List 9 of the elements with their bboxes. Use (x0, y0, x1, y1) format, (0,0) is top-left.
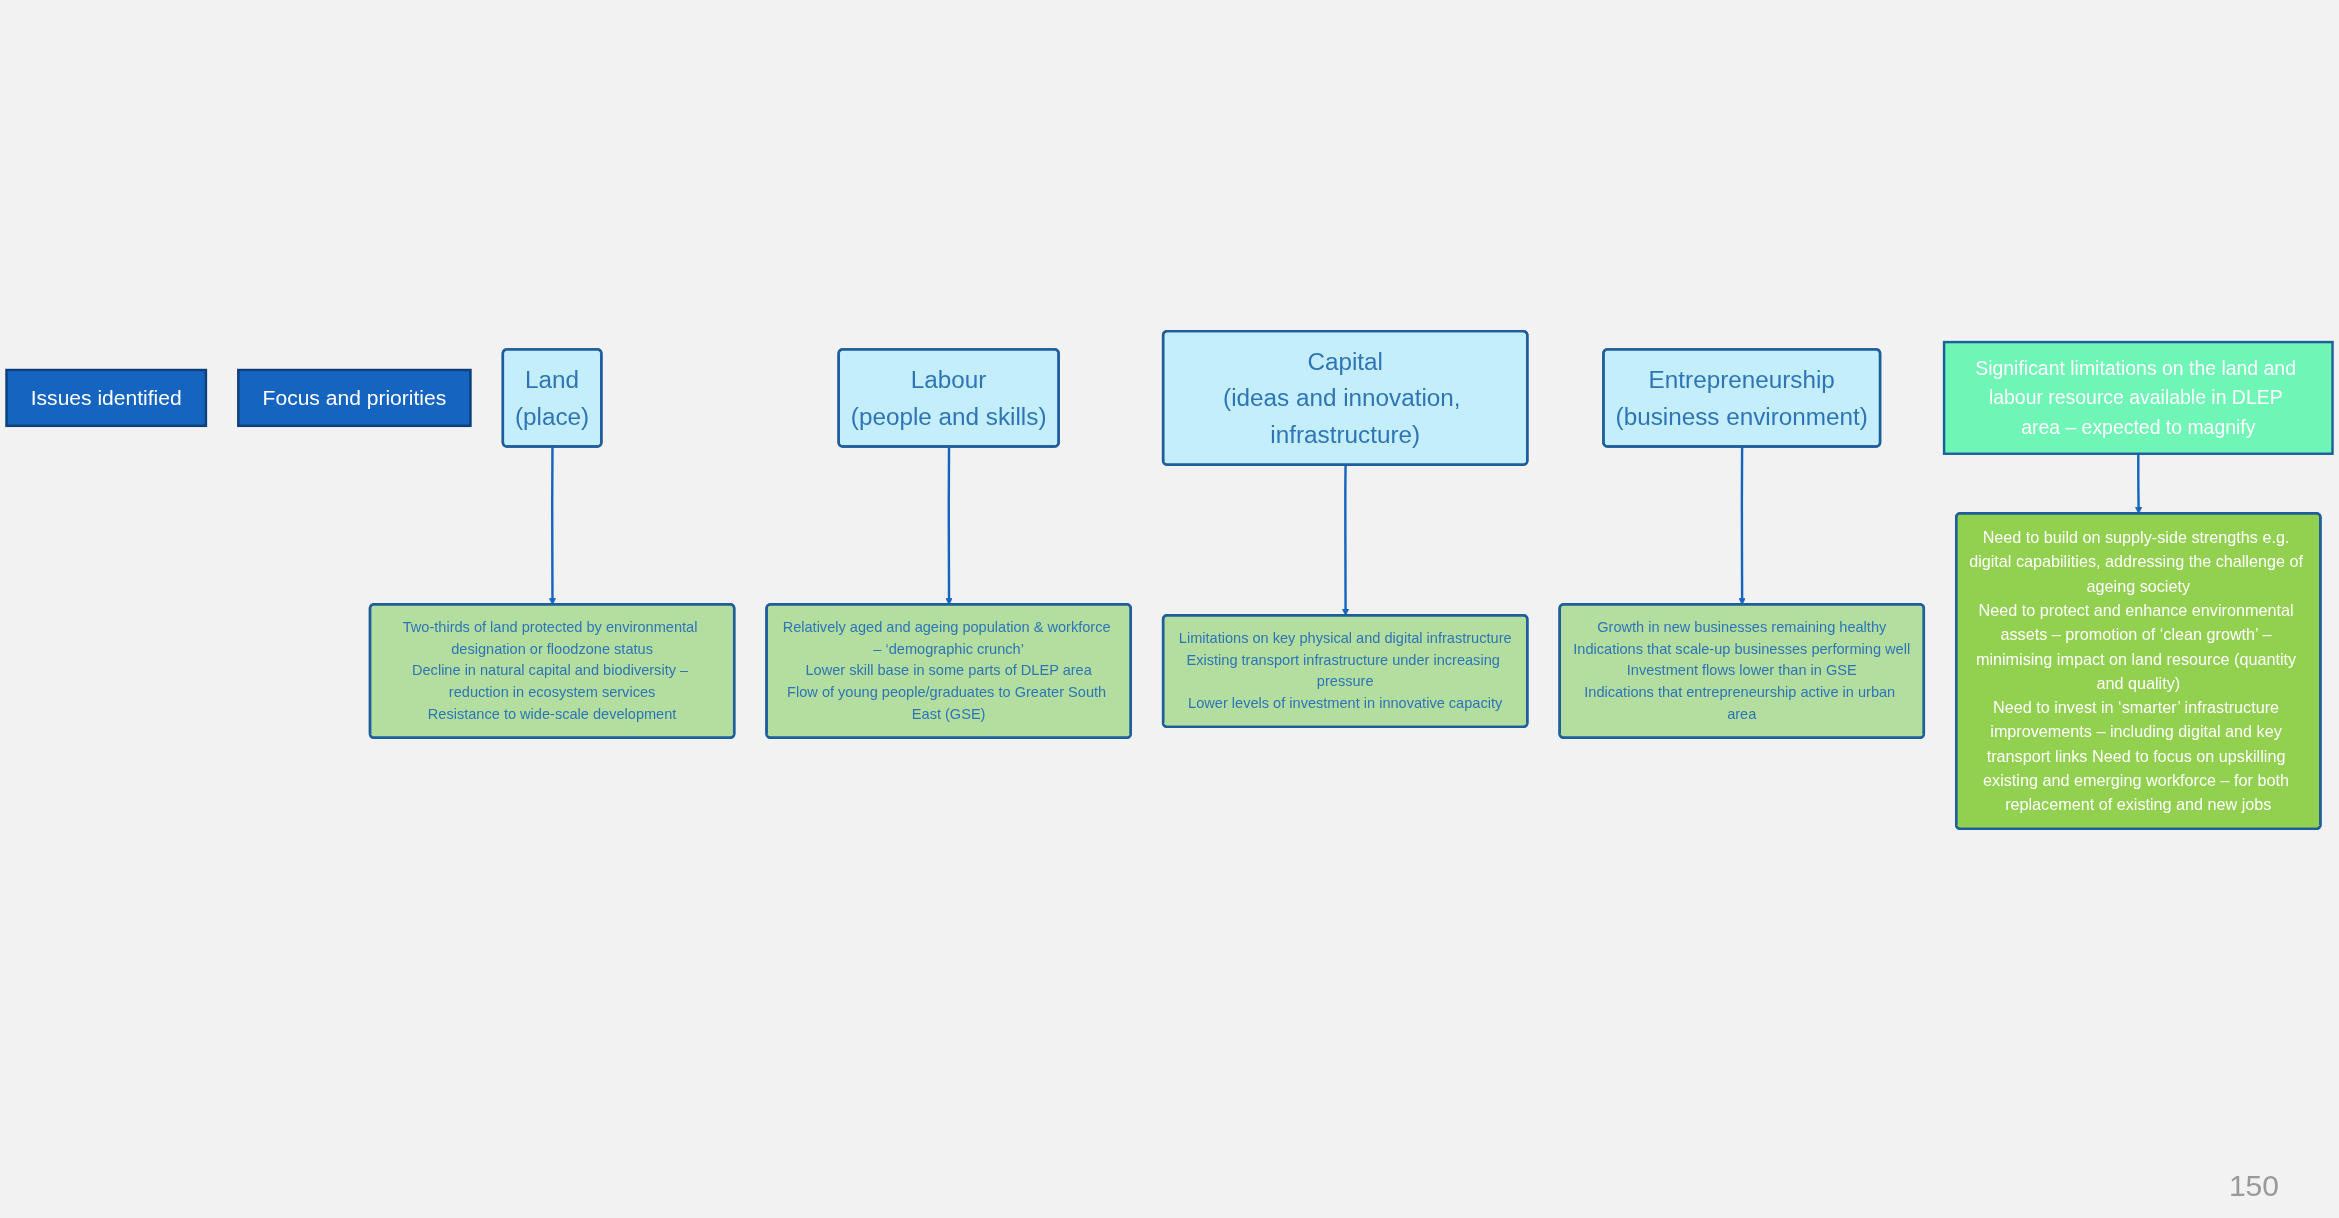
arrow (548, 446, 557, 605)
arrow (1738, 446, 1746, 605)
node-box: Issues identified (5, 368, 208, 428)
node-box: Significant limitations on the land and labour resource available in DLEP area – expected to magnify (1942, 340, 2334, 455)
arrow (2135, 453, 2143, 514)
page-number: 150 (2228, 1169, 2279, 1203)
node-box: Focus and priorities (237, 368, 472, 428)
arrow (945, 446, 953, 605)
arrow (1342, 465, 1350, 616)
